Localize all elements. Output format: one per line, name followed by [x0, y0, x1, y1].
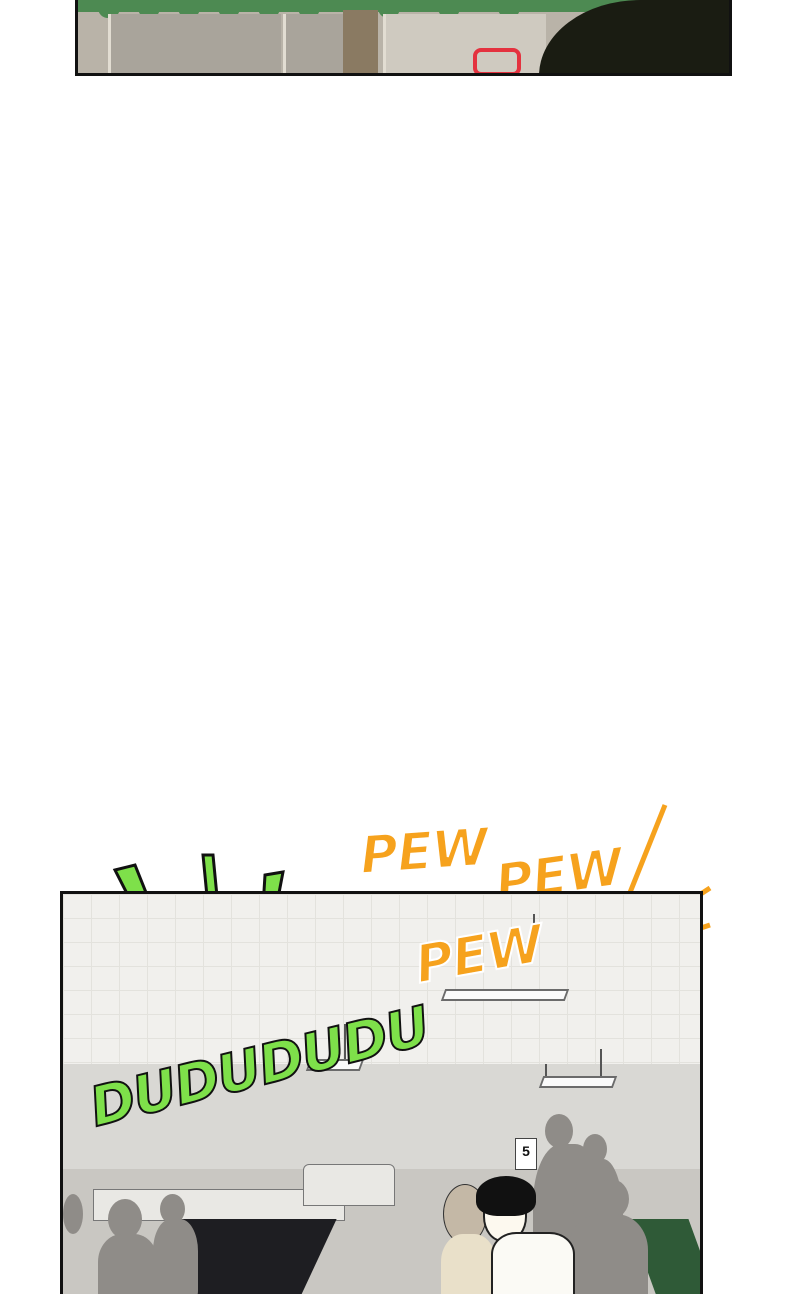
crowd-person-head [593, 1179, 629, 1219]
crowd-person-head [108, 1199, 142, 1239]
ceiling-grid [63, 894, 700, 1064]
ceiling-lamp [440, 989, 570, 1001]
arcade-panel: 5 [60, 891, 703, 1294]
brick-pillar [343, 10, 378, 73]
boy-shirt [491, 1232, 575, 1294]
arcade-cabinet [303, 1164, 395, 1206]
lamp-rod [545, 1064, 547, 1084]
lamp-rod [344, 1024, 346, 1062]
crowd-person [98, 1234, 158, 1294]
awning-scallop [258, 8, 280, 18]
awning-scallop [218, 8, 240, 18]
awning-scallop [498, 8, 520, 18]
awning [78, 0, 729, 12]
shop-window [383, 14, 546, 73]
crowd-person-head [63, 1194, 83, 1234]
boy-hair [476, 1176, 536, 1216]
sfx-pew-1: PEW [357, 817, 491, 888]
motion-line [622, 804, 668, 906]
girl-body [441, 1234, 496, 1294]
aisle-sign: 5 [515, 1138, 537, 1170]
awning-scallop [438, 8, 460, 18]
crowd-person-head [545, 1114, 573, 1148]
awning-scallop [378, 8, 400, 18]
aisle-sign-number: 5 [522, 1143, 530, 1159]
crowd-person [153, 1219, 198, 1294]
lamp-rod [600, 1049, 602, 1079]
storefront-panel [75, 0, 732, 76]
ceiling-lamp [538, 1076, 618, 1088]
shop-door [108, 14, 281, 73]
red-sign [473, 48, 521, 73]
lamp-rod [533, 914, 535, 954]
awning-scallop [98, 8, 120, 18]
crowd-person [568, 1214, 648, 1294]
awning-scallop [178, 8, 200, 18]
awning-scallop [298, 8, 320, 18]
shop-door [283, 14, 346, 73]
awning-scallop [138, 8, 160, 18]
